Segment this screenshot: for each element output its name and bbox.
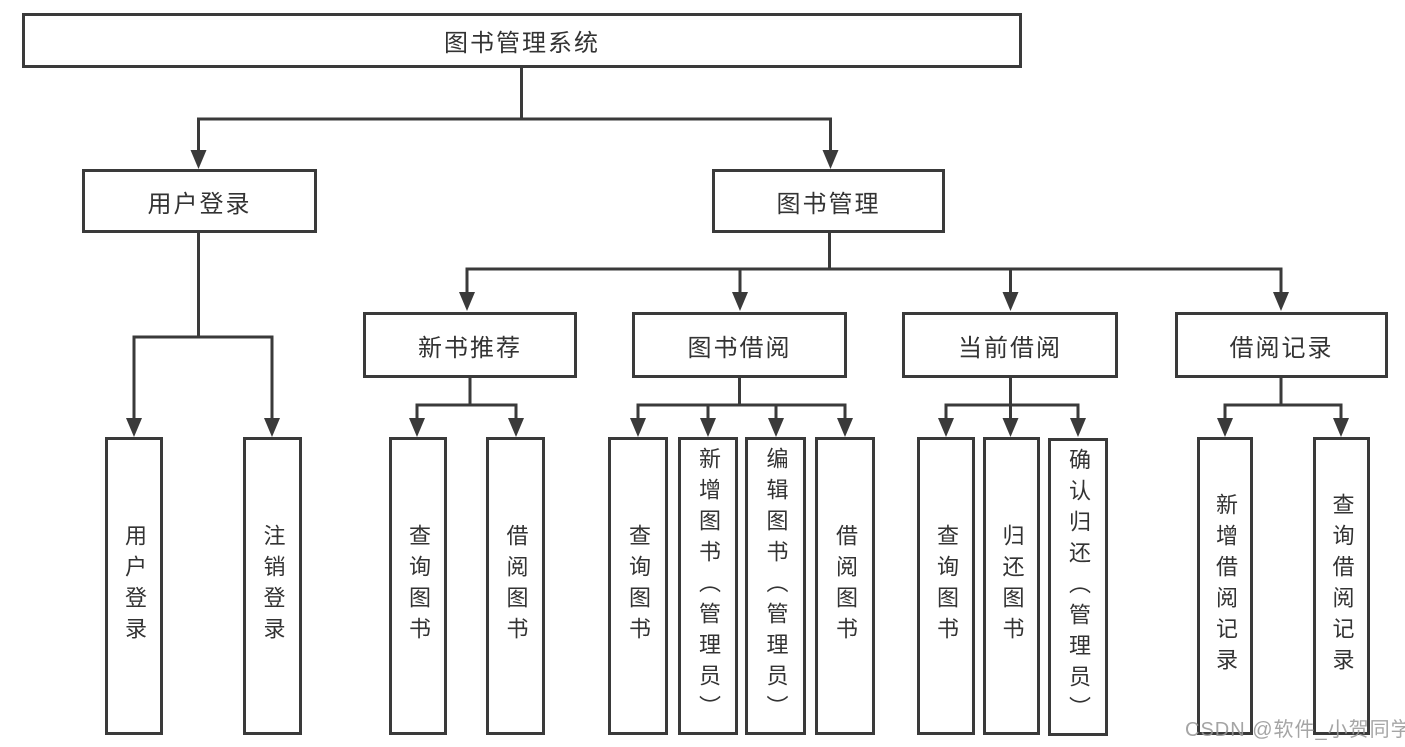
arrowhead bbox=[264, 418, 280, 437]
arrowhead bbox=[630, 418, 646, 437]
leaf-return-books-label: 归还图书 bbox=[999, 524, 1025, 648]
connector-level3-rail bbox=[465, 267, 1283, 294]
node-root-system: 图书管理系统 bbox=[22, 13, 1022, 68]
node-new-book-recommend: 新书推荐 bbox=[363, 312, 577, 378]
arrowhead bbox=[1002, 292, 1019, 311]
connector-userlogin-rail bbox=[132, 335, 274, 420]
leaf-add-books-admin: 新增图书（管理员） bbox=[678, 437, 738, 735]
leaf-edit-books-admin: 编辑图书（管理员） bbox=[745, 437, 806, 735]
node-borrow-records-label: 借阅记录 bbox=[1229, 334, 1334, 362]
arrowhead bbox=[459, 292, 475, 311]
leaf-edit-books-admin-label: 编辑图书（管理员） bbox=[763, 446, 789, 726]
leaf-logout: 注销登录 bbox=[243, 437, 302, 735]
arrowhead bbox=[1217, 418, 1233, 437]
arrowhead bbox=[822, 150, 839, 169]
leaf-return-books: 归还图书 bbox=[983, 437, 1040, 735]
leaf-user-login-label: 用户登录 bbox=[122, 524, 147, 648]
arrowhead bbox=[938, 418, 954, 437]
leaf-logout-label: 注销登录 bbox=[260, 524, 286, 648]
leaf-query-books-borrow-label: 查询图书 bbox=[626, 524, 651, 648]
arrowhead bbox=[768, 418, 784, 437]
node-book-management: 图书管理 bbox=[712, 169, 945, 233]
node-user-login: 用户登录 bbox=[82, 169, 317, 233]
node-book-borrow-label: 图书借阅 bbox=[687, 334, 792, 362]
leaf-query-borrow-record-label: 查询借阅记录 bbox=[1329, 493, 1355, 679]
leaf-query-books-recommend: 查询图书 bbox=[389, 437, 447, 735]
node-borrow-records: 借阅记录 bbox=[1175, 312, 1388, 378]
leaf-confirm-return-admin: 确认归还（管理员） bbox=[1048, 438, 1108, 736]
node-current-borrow-label: 当前借阅 bbox=[958, 334, 1062, 362]
csdn-watermark: CSDN @软件_小贺同学 bbox=[1185, 719, 1405, 741]
arrowhead bbox=[732, 292, 748, 311]
leaf-user-login: 用户登录 bbox=[105, 437, 163, 735]
arrowhead bbox=[409, 418, 425, 437]
connector-newbook-rail bbox=[415, 403, 518, 420]
node-book-borrow: 图书借阅 bbox=[632, 312, 847, 378]
node-new-book-recommend-label: 新书推荐 bbox=[418, 334, 522, 362]
connector-records-rail bbox=[1223, 403, 1343, 420]
node-user-login-label: 用户登录 bbox=[147, 190, 252, 218]
leaf-borrow-books-recommend: 借阅图书 bbox=[486, 437, 545, 735]
leaf-query-books-current-label: 查询图书 bbox=[934, 524, 959, 648]
leaf-confirm-return-admin-label: 确认归还（管理员） bbox=[1066, 447, 1091, 727]
arrowhead bbox=[1273, 292, 1289, 311]
arrowhead bbox=[1070, 418, 1086, 437]
leaf-add-borrow-record: 新增借阅记录 bbox=[1197, 437, 1253, 735]
arrowhead bbox=[1002, 418, 1019, 437]
leaf-query-borrow-record: 查询借阅记录 bbox=[1313, 437, 1370, 735]
arrowhead bbox=[837, 418, 853, 437]
leaf-borrow-books-label: 借阅图书 bbox=[833, 524, 858, 648]
arrowheads bbox=[126, 150, 1349, 437]
connector-bookborrow-rail bbox=[636, 403, 847, 420]
node-book-management-label: 图书管理 bbox=[776, 190, 881, 218]
leaf-borrow-books-recommend-label: 借阅图书 bbox=[503, 524, 529, 648]
node-root-label: 图书管理系统 bbox=[444, 30, 600, 57]
node-current-borrow: 当前借阅 bbox=[902, 312, 1118, 378]
connector-level2-rail bbox=[197, 117, 832, 152]
arrowhead bbox=[1333, 418, 1349, 437]
leaf-add-books-admin-label: 新增图书（管理员） bbox=[696, 446, 721, 726]
arrowhead bbox=[126, 418, 142, 437]
leaf-query-books-recommend-label: 查询图书 bbox=[406, 524, 431, 648]
leaf-query-books-current: 查询图书 bbox=[917, 437, 975, 735]
leaf-query-books-borrow: 查询图书 bbox=[608, 437, 668, 735]
arrowhead bbox=[508, 418, 524, 437]
leaf-borrow-books: 借阅图书 bbox=[815, 437, 875, 735]
arrowhead bbox=[190, 150, 207, 169]
leaf-add-borrow-record-label: 新增借阅记录 bbox=[1213, 493, 1238, 679]
arrowhead bbox=[700, 418, 716, 437]
